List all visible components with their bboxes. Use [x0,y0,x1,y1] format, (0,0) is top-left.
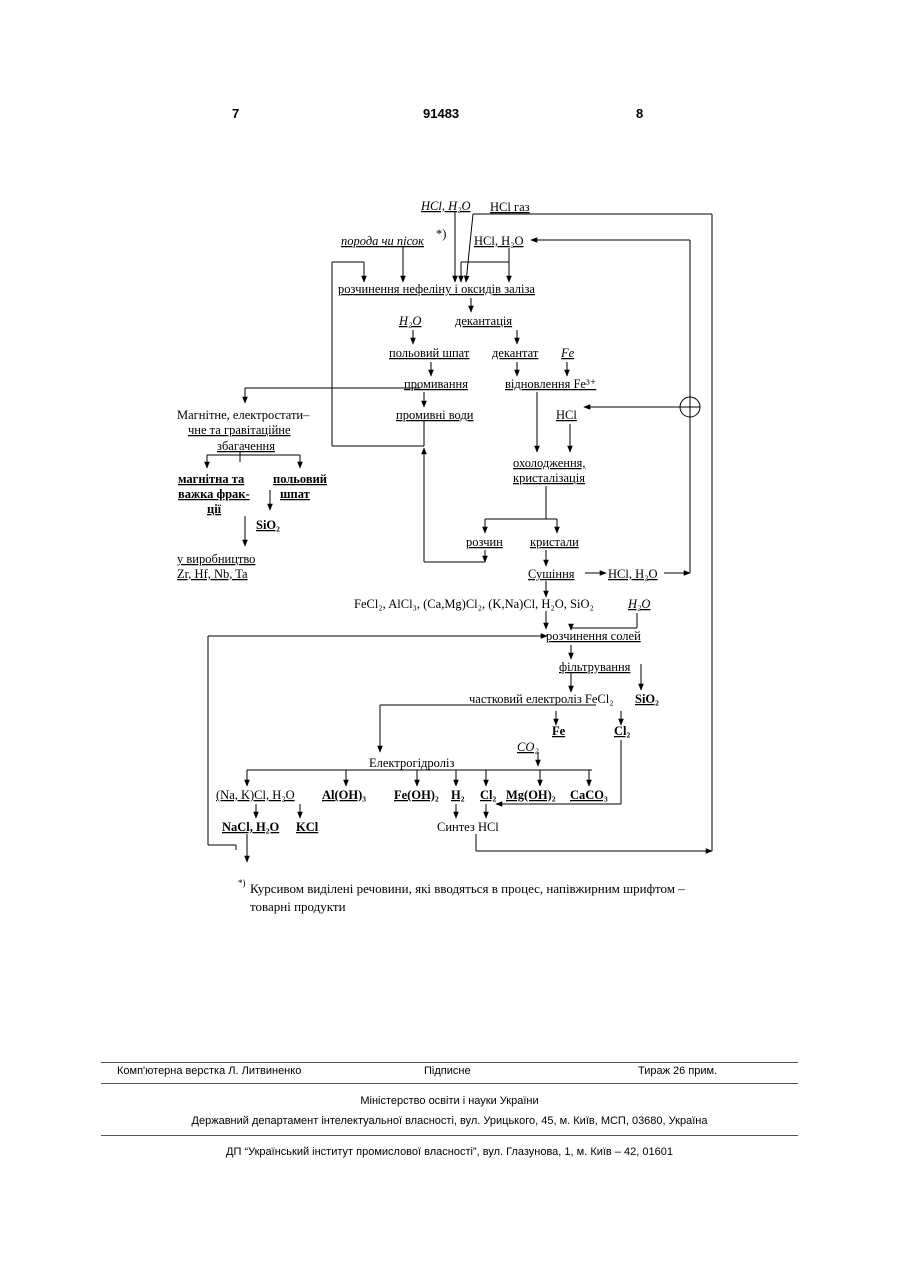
node-sio2-2: SiO₂ [635,692,659,706]
node-h2: H₂ [451,788,465,802]
imprint-rule-bottom [101,1135,798,1136]
node-solution: розчин [466,535,503,549]
node-na-k-cl: (Na, K)Cl, H₂O [216,788,295,802]
node-magnetic-line-3: збагачення [217,439,275,453]
node-hcl-h2o-recycle: HCl, H₂O [474,234,524,248]
node-h2o-1: H₂O [398,314,421,328]
node-feldspar-product-line-1: польовий [273,472,327,486]
node-magnetic-line-2: чне та гравітаційне [188,423,291,437]
node-h2o-2: H₂O [627,597,650,611]
node-salt-dissolution: розчинення солей [546,629,641,643]
imprint-department: Державний департамент інтелектуальної вл… [101,1115,798,1127]
node-fe-product: Fe [552,724,566,738]
node-mgoh2: Mg(OH)₂ [506,788,556,802]
node-washing: промивання [404,377,468,391]
node-filtration: фільтрування [559,660,631,674]
node-drying: Сушіння [528,567,575,581]
node-rock-note: *) [436,227,446,241]
node-decantate: декантат [492,346,539,360]
node-magnetic-fraction-line-3: ції [207,502,222,516]
node-fe-input: Fe [560,346,575,360]
footnote-mark: *) [238,878,246,888]
node-decantation: декантація [455,314,512,328]
node-hcl-gas: HCl газ [490,200,530,214]
node-production-line-2: Zr, Hf, Nb, Ta [177,567,248,581]
imprint-rule-middle [101,1083,798,1084]
process-flow-diagram: HCl, H₂O HCl газ порода чи пісок *) HCl,… [0,0,901,930]
node-salts-mix: FeCl₂, AlCl₃, (Ca,Mg)Cl₂, (K,Na)Cl, H₂O,… [354,597,594,611]
footnote-line-2: товарні продукти [250,899,346,915]
node-hcl-synthesis: Синтез HCl [437,820,499,834]
node-reduction: відновлення Fe³⁺ [505,377,596,391]
imprint-signed: Підписне [424,1065,471,1077]
node-production-line-1: у виробництво [177,552,255,566]
node-feldspar-product-line-2: шпат [280,487,310,501]
node-cooling-line-2: кристалізація [513,471,585,485]
imprint-institute: ДП “Український інститут промислової вла… [101,1146,798,1158]
footnote-line-1: Курсивом виділені речовини, які вводятьс… [250,881,685,897]
node-dissolution: розчинення нефеліну і оксидів заліза [338,282,535,296]
node-cooling-line-1: охолодження, [513,456,586,470]
node-crystals: кристали [530,535,579,549]
node-feldspar: польовий шпат [389,346,470,360]
node-kcl: KCl [296,820,319,834]
imprint-rule-top [101,1062,798,1063]
node-sio2-1: SiO₂ [256,518,280,532]
node-nacl-h2o: NaCl, H₂O [222,820,279,834]
node-feoh2: Fe(OH)₂ [394,788,439,802]
node-partial-electrolysis: частковий електроліз FeCl₂ [469,692,614,706]
node-cl2-product: Cl₂ [614,724,631,738]
node-co2: CO₂ [517,740,539,754]
node-electrohydrolysis: Електрогідроліз [369,756,454,770]
node-hcl-h2o-in: HCl, H₂O [420,199,471,213]
node-cl2-2: Cl₂ [480,788,497,802]
imprint-circulation: Тираж 26 прим. [638,1065,717,1077]
node-aloh3: Al(OH)₃ [322,788,366,802]
node-rock: порода чи пісок [341,234,424,248]
node-hcl-mid: HCl [556,408,577,422]
flow-lines [207,212,712,862]
node-wash-water: промивні води [396,408,474,422]
node-magnetic-fraction-line-2: важка фрак- [178,487,250,501]
node-magnetic-fraction-line-1: магнітна та [178,472,245,486]
node-magnetic-line-1: Магнітне, електростати– [177,408,310,422]
imprint-typesetting: Комп'ютерна верстка Л. Литвиненко [117,1065,301,1077]
node-hcl-h2o-drying: HCl, H₂O [608,567,658,581]
imprint-ministry: Міністерство освіти і науки України [101,1095,798,1107]
node-caco3: CaCO₃ [570,788,608,802]
